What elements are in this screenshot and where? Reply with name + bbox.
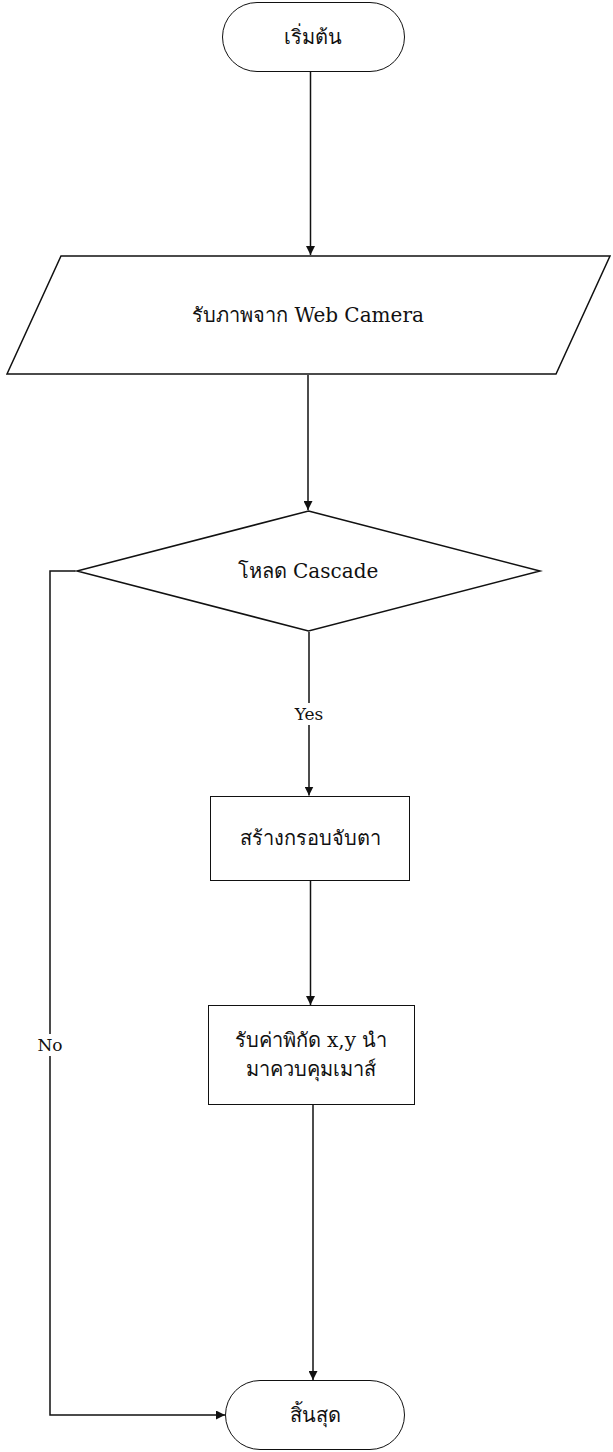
flow-arrow [310,881,312,1006]
process-box: สร้างกรอบจับตา [210,796,410,881]
flow-arrow [312,1105,314,1380]
edge-label: Yes [292,703,327,725]
parallelogram-shape [7,256,610,374]
flow-arrow [307,375,309,510]
process-box: รับค่าพิกัด x,y นำมาควบคุมเมาส์ [208,1005,415,1105]
node-label: เริ่มต้น [284,23,342,52]
node-label: รับภาพจาก Web Camera [192,301,424,330]
node-label: สิ้นสุด [290,1401,341,1430]
diamond-shape [77,511,540,631]
node-label: สร้างกรอบจับตา [240,824,381,853]
input-parallelogram: รับภาพจาก Web Camera [6,255,611,375]
start-terminal: เริ่มต้น [222,2,405,72]
decision-diamond: โหลด Cascade [76,510,541,632]
node-label: รับค่าพิกัด x,y นำมาควบคุมเมาส์ [224,1026,399,1084]
edge-label: No [34,1034,65,1056]
flow-arrow [50,571,225,1415]
end-terminal: สิ้นสุด [225,1380,405,1450]
node-label: โหลด Cascade [238,557,379,586]
flow-arrow [310,72,312,255]
